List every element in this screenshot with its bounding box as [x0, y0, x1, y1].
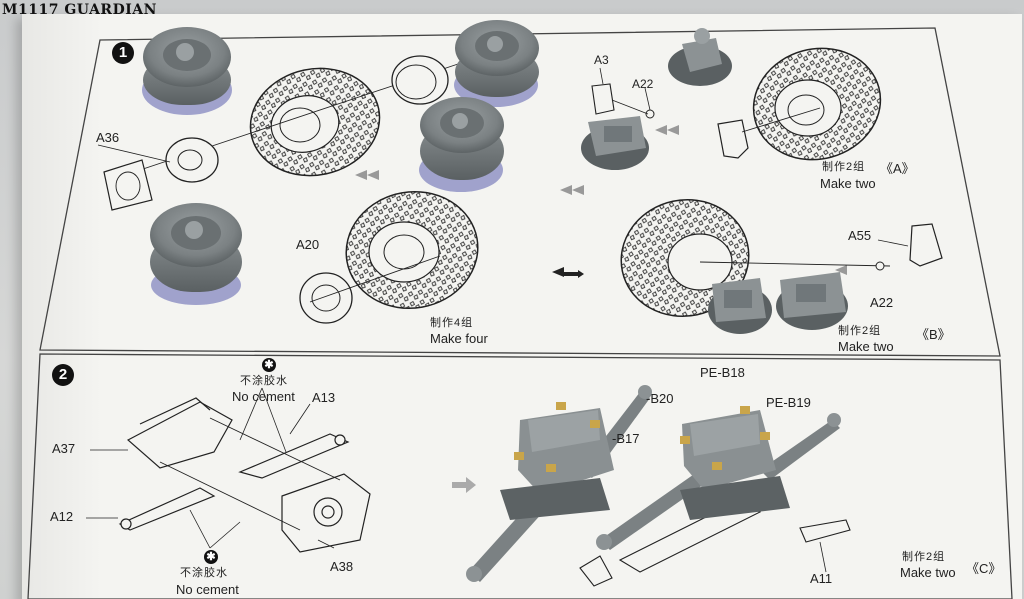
make-four-cn: 制作4组 [430, 317, 474, 329]
part-label-a37: A37 [52, 441, 76, 456]
model-knuckle-3 [708, 278, 772, 334]
step-frames [27, 27, 1013, 599]
model-wheel-2 [454, 20, 539, 107]
axle-drawing-right [579, 499, 851, 587]
rim-ring-drawing [391, 55, 449, 105]
step-number-2: 2 [52, 364, 74, 386]
part-label-a11: A11 [810, 571, 833, 586]
model-knuckle-4 [776, 272, 848, 330]
no-cement-top-en: No cement [232, 389, 295, 404]
no-cement-top-icon: ✱ [262, 358, 276, 372]
make-four-en: Make four [430, 331, 488, 346]
no-cement-bottom-cn: 不涂胶水 [180, 567, 228, 579]
no-cement-bottom-en: No cement [176, 582, 239, 597]
model-wheel-4 [150, 203, 242, 305]
sub-assembly-b: 《B》 [916, 327, 951, 342]
tire-drawing-bottom [299, 190, 479, 324]
step1-frame [39, 27, 1001, 357]
part-label-a36: A36 [96, 130, 120, 145]
model-knuckle-2 [581, 116, 649, 170]
make-two-c-cn: 制作2组 [902, 551, 946, 563]
part-label-a38: A38 [330, 559, 354, 574]
model-wheel-1 [142, 27, 232, 115]
part-label-a55: A55 [848, 228, 872, 243]
part-label-a22-top: A22 [632, 77, 654, 91]
tire-drawing-a [717, 47, 882, 161]
make-two-c-en: Make two [900, 565, 956, 580]
model-knuckle-1 [668, 28, 732, 86]
sub-assembly-a: 《A》 [880, 161, 915, 176]
model-axle-right [596, 406, 841, 550]
make-two-b-en: Make two [838, 339, 894, 354]
hub-drawing [97, 137, 219, 211]
model-axle-left [466, 385, 652, 582]
part-label-a22-bottom: A22 [870, 295, 894, 310]
part-label-pe-b17: -B17 [612, 431, 640, 446]
model-wheel-3 [419, 97, 504, 192]
small-parts-drawing-a [591, 67, 655, 119]
step-number-1: 1 [112, 42, 134, 64]
make-two-a-cn: 制作2组 [822, 161, 866, 173]
sub-assembly-c: 《C》 [966, 561, 1002, 576]
part-label-pe-b20: -B20 [646, 391, 674, 406]
arrows-step2 [452, 477, 476, 493]
assembly-arrows [355, 125, 847, 278]
part-label-a3: A3 [594, 53, 609, 67]
make-two-a-en: Make two [820, 176, 876, 191]
tire-drawing-top [139, 59, 471, 177]
part-label-a20: A20 [296, 237, 320, 252]
caption-title: M1117 GUARDIAN [2, 2, 157, 18]
make-two-b-cn: 制作2组 [838, 325, 882, 337]
no-cement-bottom-icon: ✱ [204, 550, 218, 564]
part-label-a12: A12 [50, 509, 74, 524]
axle-drawing [86, 387, 371, 553]
no-cement-top-cn: 不涂胶水 [240, 375, 288, 387]
part-label-pe-b18: PE-B18 [700, 365, 745, 380]
part-label-pe-b19: PE-B19 [766, 395, 811, 410]
step2-frame [27, 353, 1013, 599]
part-label-a13: A13 [312, 390, 336, 405]
